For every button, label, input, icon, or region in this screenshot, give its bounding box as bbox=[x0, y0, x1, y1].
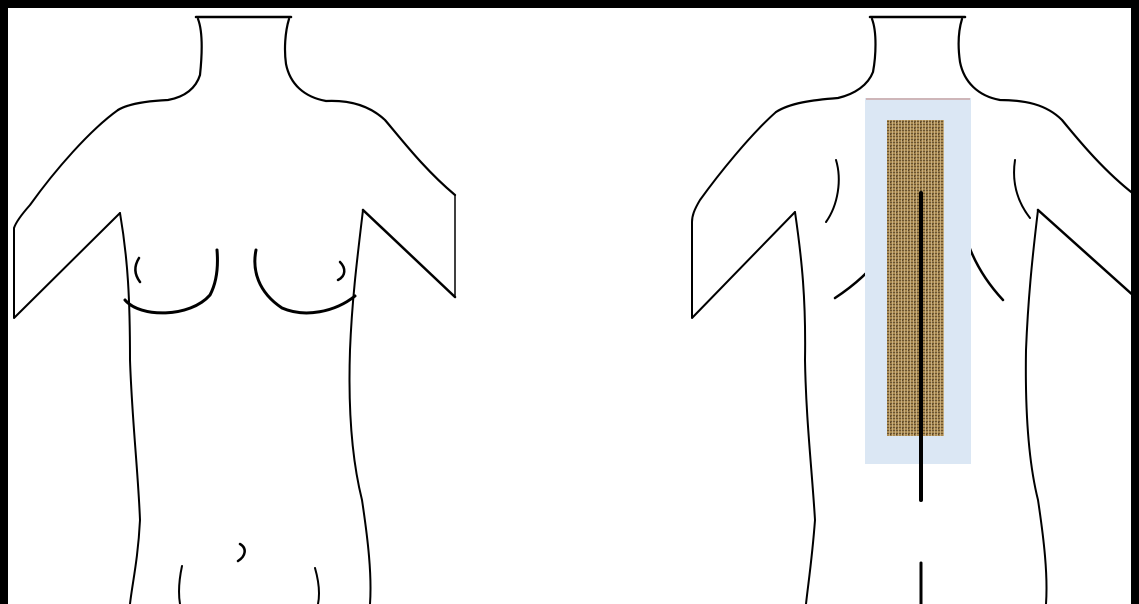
back-pad-overlay bbox=[865, 98, 971, 464]
pad-inner-burlap-strip bbox=[887, 120, 944, 436]
